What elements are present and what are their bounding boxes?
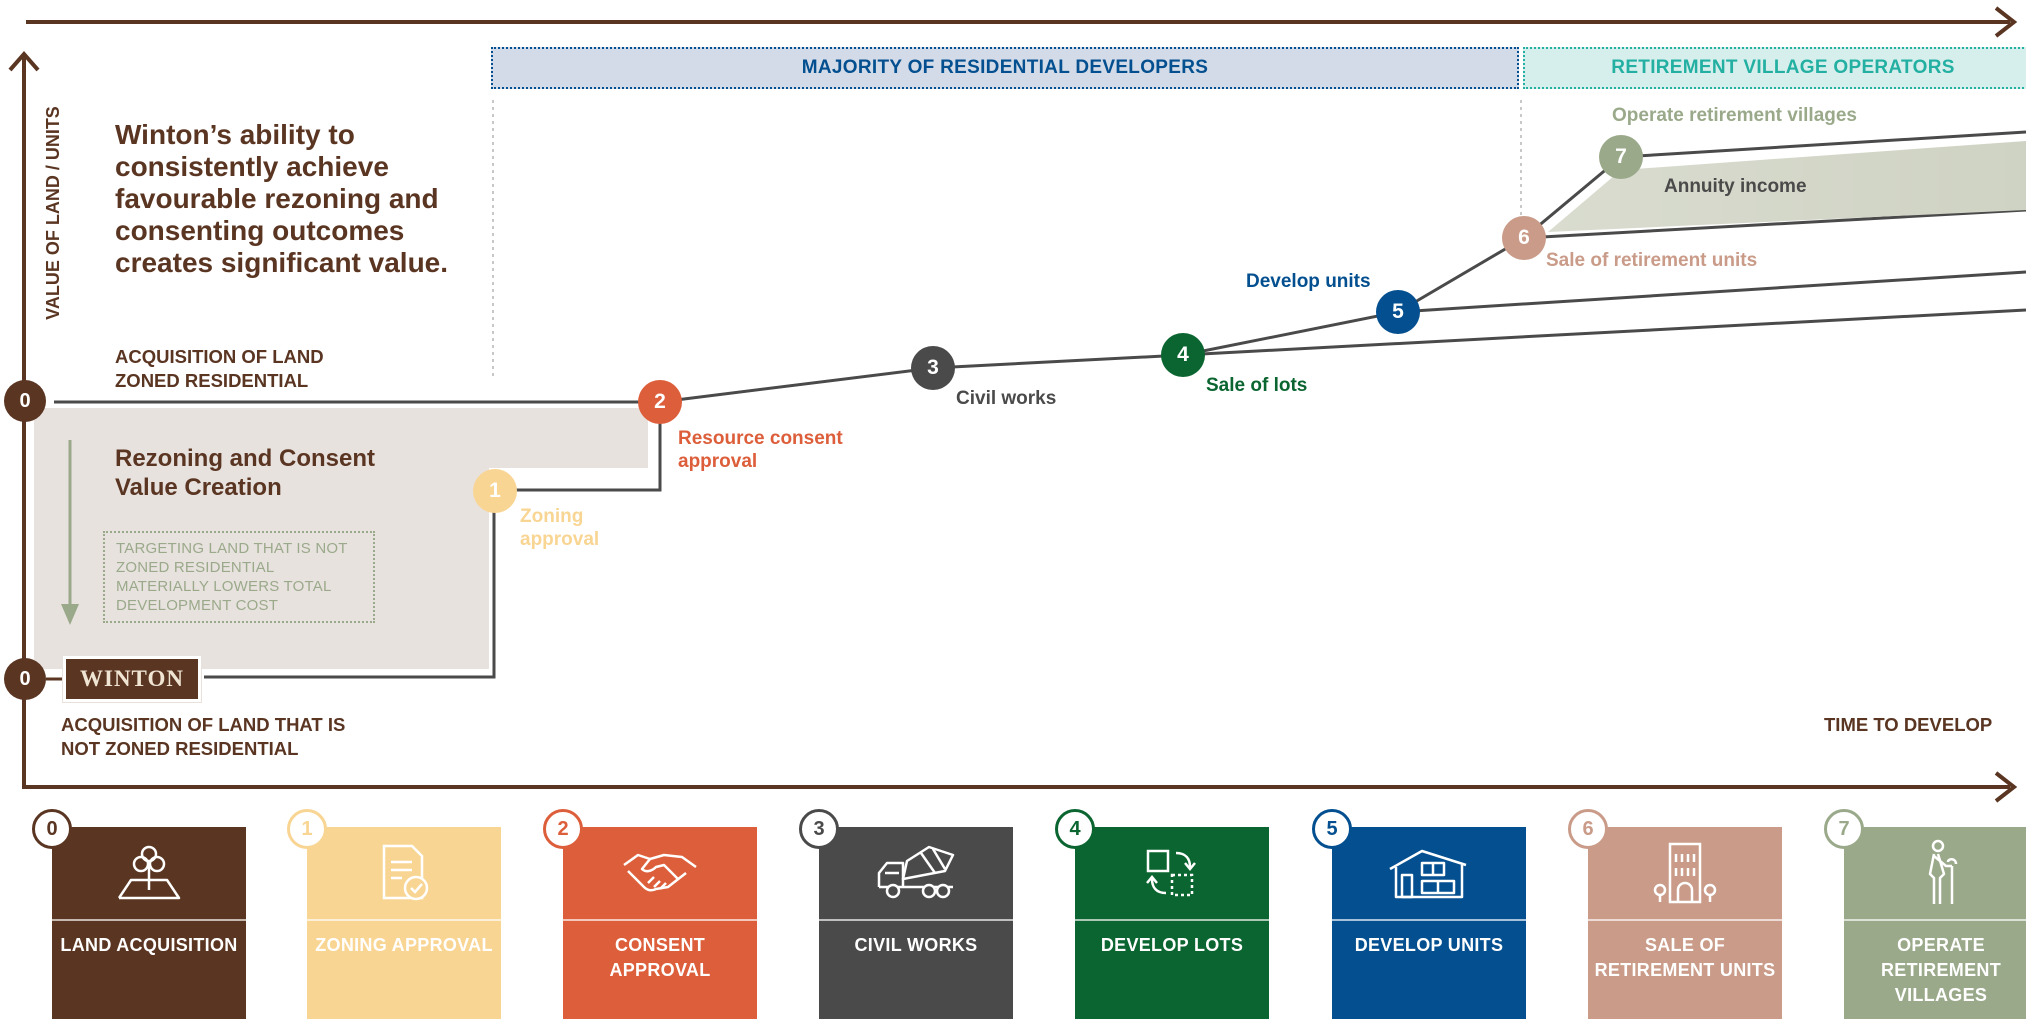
- annuity-income-label: Annuity income: [1664, 176, 1807, 197]
- operate-trend-line: [1620, 130, 2026, 159]
- top-arrow-head: [1994, 6, 2018, 38]
- step-node-7: 7: [1599, 135, 1643, 179]
- card-badge-4: 4: [1055, 809, 1095, 849]
- step-node-5: 5: [1376, 290, 1420, 334]
- zero-node-bottom: 0: [4, 658, 46, 700]
- card-divider: [819, 919, 1013, 921]
- card-divider: [1332, 919, 1526, 921]
- zoning-step-line: [204, 490, 496, 679]
- units-trend-line: [1397, 270, 2026, 314]
- acquisition-not-zoned-label: ACQUISITION OF LAND THAT IS NOT ZONED RE…: [61, 714, 346, 759]
- card-badge-1: 1: [287, 809, 327, 849]
- card-divider: [1844, 919, 2026, 921]
- x-axis-label: TIME TO DEVELOP: [1824, 714, 1993, 735]
- retirement-operators-banner: RETIREMENT VILLAGE OPERATORS: [1523, 47, 2026, 89]
- apartment-building-icon: [1588, 827, 1782, 919]
- card-divider: [307, 919, 501, 921]
- annuity-income-band: [1548, 141, 2026, 232]
- card-divider: [1075, 919, 1269, 921]
- step-label-5: Develop units: [1246, 271, 1371, 292]
- step-node-4: 4: [1161, 333, 1205, 377]
- step-node-2: 2: [638, 380, 682, 424]
- acquisition-zoned-label: ACQUISITION OF LAND ZONED RESIDENTIAL: [115, 346, 324, 391]
- card-badge-6: 6: [1568, 809, 1608, 849]
- step-node-3: 3: [911, 346, 955, 390]
- card-label: OPERATE RETIREMENT VILLAGES: [1881, 935, 2001, 1005]
- card-badge-5: 5: [1312, 809, 1352, 849]
- card-develop-units: DEVELOP UNITS: [1332, 827, 1526, 1019]
- card-label: SALE OF RETIREMENT UNITS: [1594, 935, 1776, 980]
- value-creation-label: Rezoning and Consent Value Creation: [115, 445, 375, 501]
- card-badge-3: 3: [799, 809, 839, 849]
- step-label-6: Sale of retirement units: [1546, 250, 1758, 271]
- card-label: DEVELOP LOTS: [1100, 935, 1244, 955]
- card-divider: [1588, 919, 1782, 921]
- cement-mixer-icon: [819, 827, 1013, 919]
- card-operate-retirement-villages: OPERATE RETIREMENT VILLAGES: [1844, 827, 2026, 1019]
- value-creation-region: [34, 408, 648, 468]
- card-badge-0: 0: [32, 809, 72, 849]
- x-axis-arrow-head: [1994, 771, 2018, 803]
- document-check-icon: [307, 827, 501, 919]
- y-axis-label: VALUE OF LAND / UNITS: [43, 106, 63, 320]
- y-axis-arrow-head: [8, 50, 40, 72]
- card-develop-lots: DEVELOP LOTS: [1075, 827, 1269, 1019]
- card-label: CONSENT APPROVAL: [609, 935, 711, 980]
- card-label: LAND ACQUISITION: [60, 935, 238, 955]
- consent-step-line: [494, 402, 662, 492]
- handshake-icon: [563, 827, 757, 919]
- elderly-person-icon: [1844, 827, 2026, 919]
- step-label-1: Zoning approval: [520, 506, 600, 550]
- card-badge-7: 7: [1824, 809, 1864, 849]
- targeting-note: TARGETING LAND THAT IS NOT ZONED RESIDEN…: [103, 531, 375, 623]
- step-node-6: 6: [1502, 216, 1546, 260]
- lots-icon: [1075, 827, 1269, 919]
- card-label: DEVELOP UNITS: [1354, 935, 1504, 955]
- card-sale-retirement-units: SALE OF RETIREMENT UNITS: [1588, 827, 1782, 1019]
- card-land-acquisition: LAND ACQUISITION: [52, 827, 246, 1019]
- card-consent-approval: CONSENT APPROVAL: [563, 827, 757, 1019]
- retirement-sales-trend-line: [1523, 208, 2026, 240]
- residential-developers-banner: MAJORITY OF RESIDENTIAL DEVELOPERS: [491, 47, 1519, 89]
- card-label: ZONING APPROVAL: [315, 935, 493, 955]
- card-divider: [52, 919, 246, 921]
- step-label-2: Resource consent approval: [678, 428, 843, 472]
- step-node-1: 1: [473, 469, 517, 513]
- zero-node-top: 0: [4, 380, 46, 422]
- lots-trend-line: [1182, 308, 2026, 357]
- card-label: CIVIL WORKS: [854, 935, 978, 955]
- step-label-7: Operate retirement villages: [1612, 105, 1857, 126]
- growth-line: [659, 155, 1622, 404]
- step-label-3: Civil works: [956, 388, 1057, 409]
- card-divider: [563, 919, 757, 921]
- step-label-4: Sale of lots: [1206, 375, 1308, 396]
- card-zoning-approval: ZONING APPROVAL: [307, 827, 501, 1019]
- headline: Winton’s ability to consistently achieve…: [115, 119, 449, 278]
- winton-logo: WINTON: [63, 656, 201, 702]
- card-civil-works: CIVIL WORKS: [819, 827, 1013, 1019]
- card-badge-2: 2: [543, 809, 583, 849]
- land-tree-icon: [52, 827, 246, 919]
- house-icon: [1332, 827, 1526, 919]
